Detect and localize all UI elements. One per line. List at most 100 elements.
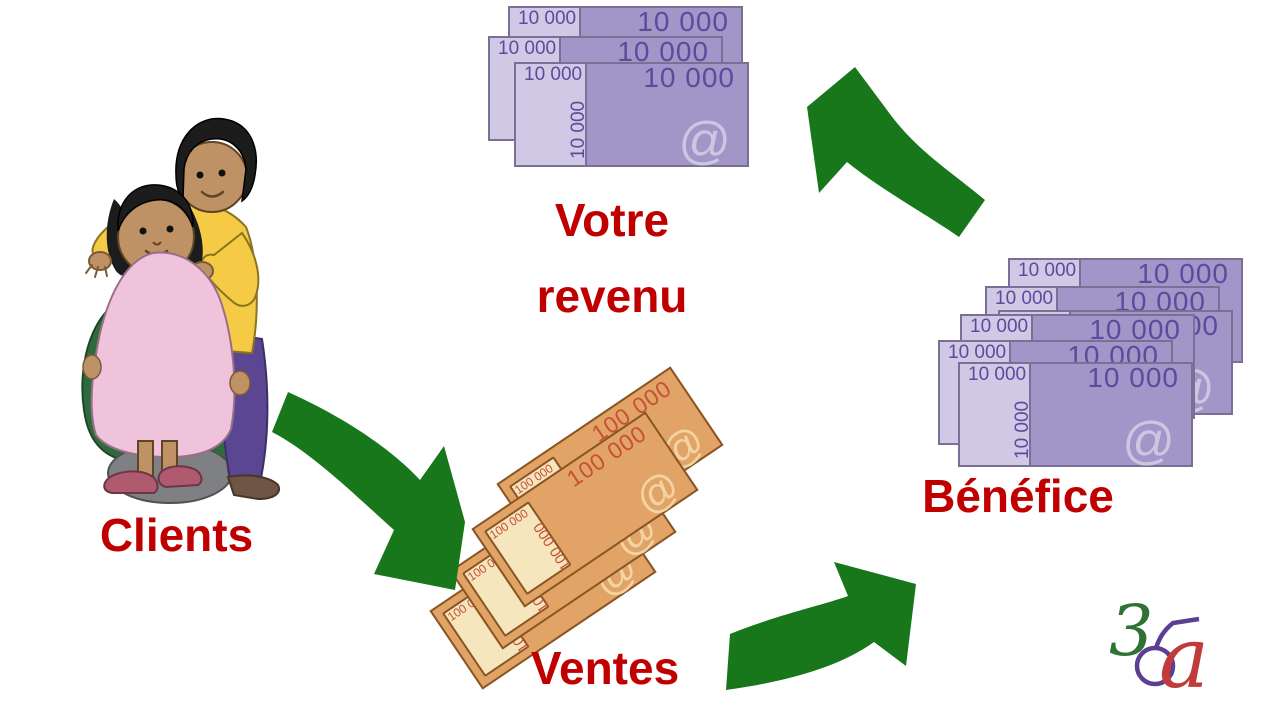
client-shoe [157, 465, 203, 489]
label-votre-revenu-line1: Votre [554, 194, 670, 246]
banknote-denomination: 10 000 [970, 316, 1029, 337]
banknote-denomination: 10 000 [518, 8, 577, 29]
banknote-at-symbol: @ [1172, 308, 1225, 366]
banknote-denomination: 10 000 [1008, 312, 1067, 333]
banknote-at-symbol: @ [604, 502, 667, 566]
banknote-at-symbol: @ [1149, 336, 1202, 394]
client-hand-left [82, 354, 102, 380]
hairdresser-lower-hand [229, 370, 251, 396]
banknote-strip [960, 364, 1031, 465]
banknote-denomination: 10 000 [948, 342, 1007, 363]
banknote-denomination: 10 000 [498, 38, 557, 59]
banknote-denomination: 10 000 [995, 288, 1054, 309]
logo-glyph-3: 3 [1109, 595, 1154, 672]
banknote-at-symbol: @ [1162, 360, 1215, 418]
label-benefice: Bénéfice [922, 470, 1114, 522]
logo-glyph-6 [1134, 616, 1200, 687]
label-votre-revenu: Votre revenu [452, 182, 772, 334]
banknote-denomination: 10 000 [1067, 340, 1159, 371]
banknote-at-symbol: @ [626, 460, 689, 524]
hairdresser-hair [175, 117, 257, 203]
arrow-ventes-to-benefice-icon [726, 562, 916, 690]
banknote-denomination: 100 000 [508, 561, 553, 616]
banknote-denomination: 10 000 [968, 364, 1027, 385]
banknote-strip [962, 316, 1033, 417]
banknote-denomination: 10 000 [1127, 310, 1219, 341]
hairdresser-eye [196, 171, 204, 179]
banknote-at-symbol: @ [678, 112, 731, 170]
label-ventes: Ventes [530, 642, 680, 694]
hairdresser-left-fingers [85, 264, 108, 278]
logo-36a: 3 a [1109, 595, 1209, 700]
hairdresser-right-arm [200, 231, 260, 307]
banknote-denomination: 10 000 [1087, 362, 1179, 393]
hairdresser-shoe [226, 474, 280, 501]
banknote-at-symbol: @ [1122, 412, 1175, 470]
banknote-strip [987, 288, 1058, 389]
client-hair [117, 184, 194, 232]
banknote-denomination: 10 000 [992, 378, 1013, 437]
banknote-strip [516, 64, 587, 165]
banknote-denomination: 100 000 [511, 461, 556, 498]
hairdresser-client-illustration [81, 117, 280, 504]
banknote-strip [1000, 312, 1071, 413]
banknote-denomination: 10 000 [1052, 348, 1073, 407]
client-eye [166, 225, 174, 233]
banknote-denomination: 10 000 [1114, 286, 1206, 317]
client-shoe [103, 470, 159, 494]
arrow-benefice-to-revenu-icon [807, 67, 985, 237]
banknote-denomination: 10 000 [1062, 296, 1083, 355]
banknote-strip [1010, 260, 1081, 361]
banknote-strip [461, 543, 550, 638]
client-eye [139, 227, 147, 235]
banknote-strip [510, 8, 581, 109]
hairdresser-eye [218, 169, 226, 177]
hairdresser-smile [200, 190, 225, 198]
banknote-strip [490, 38, 561, 139]
banknote-denomination: 10 000 [1018, 260, 1077, 281]
banknote-denomination: 100 000 [530, 519, 575, 574]
client-nose [152, 241, 162, 246]
banknote-denomination: 10 000 [1012, 400, 1033, 459]
banknote-strip [508, 456, 597, 551]
banknote-at-symbol: @ [1124, 364, 1177, 422]
banknote-at-symbol: @ [652, 86, 705, 144]
banknote-strip [483, 501, 572, 596]
banknote-denomination: 10 000 [637, 6, 729, 37]
banknote-strip [940, 342, 1011, 443]
banknote-denomination: 100 000 [486, 506, 531, 543]
banknote-denomination: 10 000 [562, 44, 583, 103]
banknote-denomination: 10 000 [568, 100, 589, 159]
logo-glyph-a: a [1159, 609, 1209, 700]
banknote-at-symbol: @ [584, 542, 647, 606]
label-clients: Clients [99, 509, 254, 561]
label-votre-revenu-line2: revenu [536, 270, 688, 322]
banknote-denomination: 100 000 [561, 419, 652, 492]
banknote-denomination: 10 000 [524, 64, 583, 85]
banknote-denomination: 10 000 [1089, 314, 1181, 345]
banknote-denomination: 10 000 [643, 62, 735, 93]
arrow-clients-to-ventes-icon [272, 392, 465, 590]
hairdresser-left-hand [88, 251, 112, 271]
banknote-at-symbol: @ [672, 56, 725, 114]
banknote-denomination: 100 000 [539, 461, 630, 534]
banknote-at-symbol: @ [1102, 390, 1155, 448]
client-cape [90, 251, 236, 459]
banknote-denomination: 10 000 [542, 74, 563, 133]
banknote-denomination: 100 000 [586, 374, 677, 447]
banknote-at-symbol: @ [651, 415, 714, 479]
banknote-denomination: 100 000 [519, 501, 610, 574]
